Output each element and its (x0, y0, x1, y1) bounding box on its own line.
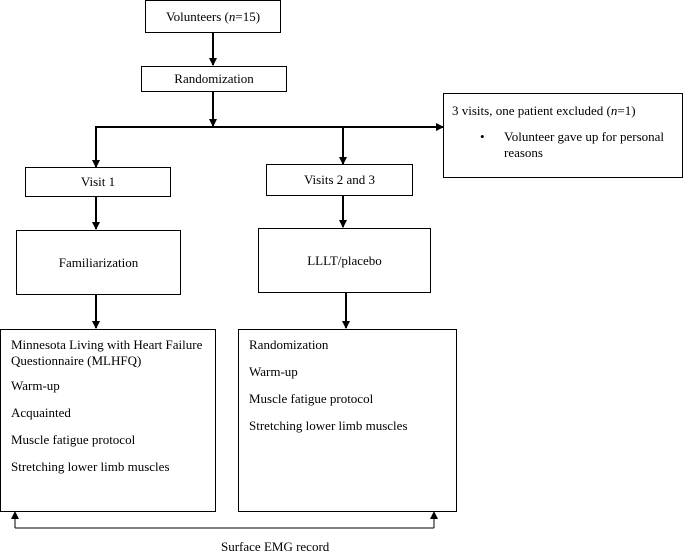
randomization-box: Randomization (141, 66, 287, 92)
step-muscle-fatigue: Muscle fatigue protocol (11, 432, 136, 447)
step-stretching: Stretching lower limb muscles (11, 459, 170, 474)
bullet-icon: • (480, 129, 485, 144)
emg-left-arrowhead (11, 511, 19, 519)
surface-emg-label: Surface EMG record (221, 539, 330, 554)
lllt-placebo-box: LLLT/placebo (258, 228, 431, 293)
exclusion-reason: Volunteer gave up for personal reasons (504, 129, 665, 160)
familiarization-box: Familiarization (16, 230, 181, 295)
exclusion-box: 3 visits, one patient excluded (n=1) • V… (443, 93, 683, 178)
exclusion-title: 3 visits, one patient excluded (n=1) (452, 103, 636, 118)
step-mlhfq: Minnesota Living with Heart Failure Ques… (11, 337, 203, 368)
visits23-box: Visits 2 and 3 (266, 164, 413, 196)
step-warm-up: Warm-up (249, 364, 298, 379)
volunteers-box: Volunteers (n=15) (145, 0, 281, 33)
step-stretching: Stretching lower limb muscles (249, 418, 408, 433)
visits23-steps-box: Randomization Warm-up Muscle fatigue pro… (238, 329, 457, 512)
visit1-box: Visit 1 (25, 167, 171, 197)
emg-right-arrowhead (430, 511, 438, 519)
step-acquainted: Acquainted (11, 405, 71, 420)
visit1-steps-box: Minnesota Living with Heart Failure Ques… (0, 329, 216, 512)
step-muscle-fatigue: Muscle fatigue protocol (249, 391, 374, 406)
step-randomization: Randomization (249, 337, 329, 352)
step-warm-up: Warm-up (11, 378, 60, 393)
